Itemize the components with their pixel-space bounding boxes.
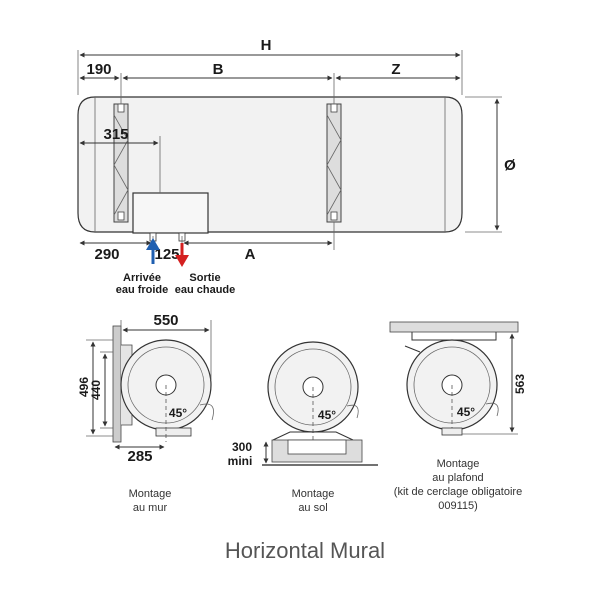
dimension-label: 300 xyxy=(232,440,252,454)
dim-315: 315 xyxy=(79,126,161,193)
dim-290-125-A: 290 125 A xyxy=(79,222,335,263)
dimension-label: A xyxy=(245,246,256,263)
cold-inlet-arrow xyxy=(146,238,160,264)
dimension-label: 290 xyxy=(94,246,119,263)
caption-ceiling-2: au plafond xyxy=(432,472,483,484)
dimension-label: 125 xyxy=(154,246,179,263)
dimension-label: Ø xyxy=(504,157,516,174)
bracket-left xyxy=(113,103,129,223)
ceiling xyxy=(389,321,519,333)
dim-H: H xyxy=(77,37,463,95)
ceiling-mount-view: 45° 563 xyxy=(389,321,527,436)
tank-side-view xyxy=(77,96,463,242)
hot-label-1: Sortie xyxy=(189,272,220,284)
caption-ceiling-4: 009115) xyxy=(438,500,478,512)
bracket-right xyxy=(326,103,342,223)
floor-mount-view: 45° 300 mini xyxy=(228,341,378,468)
cold-label-1: Arrivée xyxy=(123,272,161,284)
dimension-label: B xyxy=(213,61,224,78)
caption-wall-1: Montage xyxy=(129,488,172,500)
dimension-label: H xyxy=(261,37,272,54)
caption-floor-1: Montage xyxy=(292,488,335,500)
wall xyxy=(112,325,122,443)
hot-outlet-arrow xyxy=(175,243,189,267)
dimension-label: 45° xyxy=(318,408,336,422)
dimension-label: mini xyxy=(228,454,253,468)
cold-label-2: eau froide xyxy=(116,284,169,296)
dim-diameter: Ø xyxy=(465,96,516,233)
caption-wall-2: au mur xyxy=(133,502,168,514)
dimension-label: 45° xyxy=(169,406,187,420)
dimension-label: 190 xyxy=(86,61,111,78)
dimension-label: 563 xyxy=(513,374,527,394)
page-title: Horizontal Mural xyxy=(225,538,385,563)
caption-ceiling-1: Montage xyxy=(437,458,480,470)
dimension-label: 440 xyxy=(89,380,103,400)
wall-mount-view: 45° 550 496 440 285 xyxy=(77,312,214,465)
dimension-label: 285 xyxy=(127,448,152,465)
dim-190-B-Z: 190 B Z xyxy=(79,61,461,104)
caption-floor-2: au sol xyxy=(298,502,327,514)
dimension-label: 496 xyxy=(77,377,91,397)
electrical-box xyxy=(132,192,209,234)
dimension-label: 45° xyxy=(457,405,475,419)
dimension-label: Z xyxy=(391,61,400,78)
dimension-label: 550 xyxy=(153,312,178,329)
caption-ceiling-3: (kit de cerclage obligatoire xyxy=(394,486,522,498)
dimension-label: 315 xyxy=(103,126,128,143)
hot-label-2: eau chaude xyxy=(175,284,236,296)
